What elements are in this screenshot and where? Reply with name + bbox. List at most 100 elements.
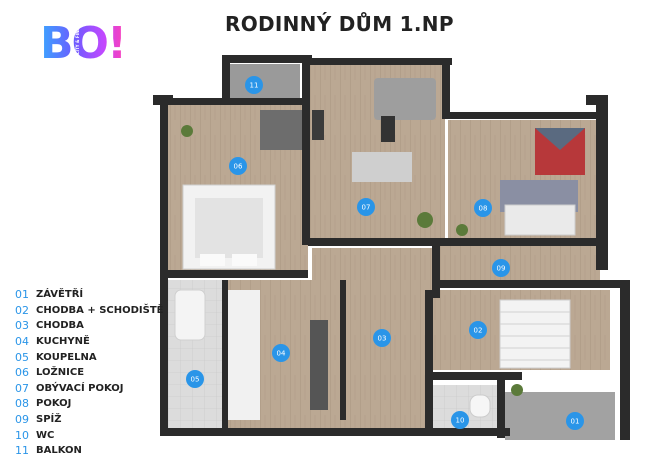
legend-label: BALKON <box>36 445 82 457</box>
floor-entrance <box>505 392 615 440</box>
plant <box>181 125 193 137</box>
pillow <box>200 254 225 266</box>
play-mat-accent <box>535 128 585 150</box>
floor-wc <box>432 385 502 435</box>
legend-label: SPÍŽ <box>36 414 62 426</box>
room-marker-label: 05 <box>191 376 200 384</box>
rug <box>352 152 412 182</box>
room-marker-label: 09 <box>497 265 506 273</box>
legend-number: 02 <box>15 303 29 317</box>
walls <box>153 55 630 440</box>
wall-living-east-top <box>442 58 450 118</box>
room-marker-label: 03 <box>378 335 387 343</box>
legend-number: 08 <box>15 397 29 411</box>
toilet <box>469 394 491 418</box>
legend-item: 01 ZÁVĚTŘÍ <box>15 287 164 303</box>
legend-item: 08 POKOJ <box>15 396 164 412</box>
logo-text: BO! <box>40 18 127 69</box>
legend-item: 11 BALKON <box>15 443 164 459</box>
wardrobe <box>260 110 305 150</box>
room-marker <box>469 321 487 339</box>
legend-item: 09 SPÍŽ <box>15 412 164 428</box>
brand-logo: BO! REALITY & FINANCE <box>36 18 136 70</box>
legend-number: 01 <box>15 288 29 302</box>
wall-pantry-south <box>440 280 630 288</box>
legend-item: 02 CHODBA + SCHODIŠTĚ <box>15 303 164 319</box>
plant <box>511 384 523 396</box>
kitchen-counter <box>228 290 260 420</box>
room-marker-label: 07 <box>362 204 371 212</box>
legend-label: KOUPELNA <box>36 351 97 363</box>
room-marker <box>474 199 492 217</box>
room-marker-label: 08 <box>479 205 488 213</box>
furniture <box>174 78 585 420</box>
wall-wc-north <box>432 372 522 380</box>
wall-west <box>160 95 168 435</box>
wall-bedroom-east <box>302 55 310 245</box>
wall-bath-east <box>222 280 228 430</box>
legend-label: POKOJ <box>36 398 72 410</box>
wall-hall-east <box>432 238 440 298</box>
room-marker <box>566 412 584 430</box>
coffee-table <box>381 116 395 142</box>
floor-pantry <box>440 245 600 281</box>
wall-hall-east-lower <box>425 290 433 435</box>
room-marker <box>245 76 263 94</box>
wall-balcony-north <box>222 55 312 63</box>
tv <box>312 110 324 140</box>
legend-number: 09 <box>15 413 29 427</box>
legend-label: KUCHYNĚ <box>36 336 90 348</box>
pillow <box>232 254 257 266</box>
wall-north-bedroom <box>160 98 310 105</box>
room-marker <box>186 370 204 388</box>
legend-item: 10 WC <box>15 427 164 443</box>
legend-label: CHODBA <box>36 320 84 332</box>
wall-living-north <box>302 58 452 65</box>
room-marker <box>272 344 290 362</box>
wall-east-lower <box>620 280 630 440</box>
legend-label: OBÝVACÍ POKOJ <box>36 382 124 394</box>
wall-room-east <box>596 95 608 270</box>
room-marker-label: 01 <box>571 418 580 426</box>
room-marker-label: 10 <box>456 417 465 425</box>
single-bed <box>504 204 576 236</box>
wall-balcony-west <box>222 55 230 103</box>
play-mat <box>535 128 585 175</box>
wall-kitchen-east <box>340 280 346 420</box>
wall-south <box>160 428 510 436</box>
legend-number: 07 <box>15 381 29 395</box>
room-marker-label: 11 <box>250 82 259 90</box>
wall-room-north <box>442 112 602 119</box>
room-marker <box>373 329 391 347</box>
kitchen-island <box>310 320 328 410</box>
legend-number: 10 <box>15 428 29 442</box>
room-marker <box>492 259 510 277</box>
legend-number: 06 <box>15 366 29 380</box>
stairs <box>499 299 571 369</box>
legend-item: 07 OBÝVACÍ POKOJ <box>15 381 164 397</box>
legend-number: 05 <box>15 350 29 364</box>
wall-wc-east <box>497 380 505 438</box>
stair-steps <box>500 311 570 361</box>
room-marker <box>357 198 375 216</box>
legend-label: CHODBA + SCHODIŠTĚ <box>36 304 164 316</box>
room-marker-label: 04 <box>277 350 286 358</box>
room-marker <box>229 157 247 175</box>
sofa <box>374 78 436 120</box>
legend-label: WC <box>36 429 55 441</box>
plant <box>456 224 468 236</box>
wall-living-south <box>308 238 608 246</box>
legend-item: 05 KOUPELNA <box>15 349 164 365</box>
legend-number: 11 <box>15 444 29 458</box>
legend-label: ZÁVĚTŘÍ <box>36 289 84 301</box>
page-title: RODINNÝ DŮM 1.NP <box>225 12 454 36</box>
room-marker-label: 06 <box>234 163 243 171</box>
wall-bedroom-south <box>168 270 308 278</box>
plant <box>417 212 433 228</box>
